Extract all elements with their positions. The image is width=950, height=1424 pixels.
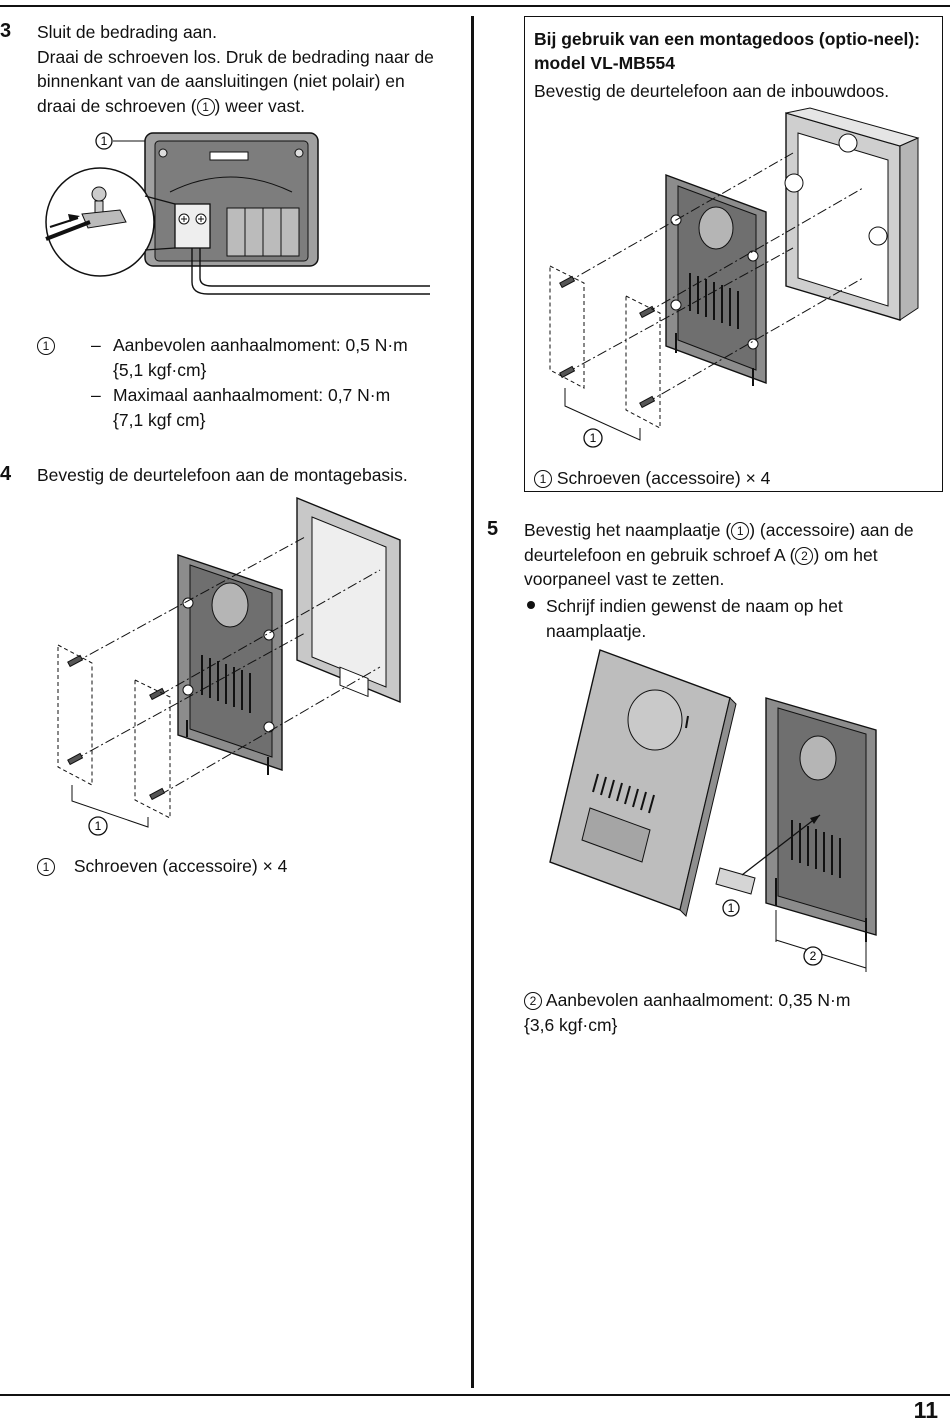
step-3-line: draai de schroeven (1) weer vast. (37, 95, 305, 116)
torque-row: {5,1 kgf·cm} (113, 360, 207, 380)
step-3-line: binnenkant van de aansluitingen (niet po… (37, 71, 405, 91)
callout-marker: 1 (731, 522, 750, 540)
torque-row: –Maximaal aanhaalmoment: 0,7 N·m (91, 385, 391, 405)
note-title: Bij gebruik van een montagedoos (optio-n… (534, 29, 920, 73)
flush-box-illustration: 1 (549, 107, 920, 448)
caption-marker: 2 (524, 992, 542, 1010)
column-divider (471, 16, 474, 1388)
torque-spec: 1 –Aanbevolen aanhaalmoment: 0,5 N·m {5,… (37, 333, 408, 433)
torque-marker: 1 (37, 337, 55, 355)
step-4-text: Bevestig de deurtelefoon aan de montageb… (37, 465, 408, 485)
callout-label: 1 (101, 134, 108, 148)
step-4-caption: 1 Schroeven (accessoire) × 4 (37, 854, 287, 878)
step-5-line: deurtelefoon en gebruik schroef A (2) om… (524, 544, 878, 565)
torque-row: 1 –Aanbevolen aanhaalmoment: 0,5 N·m (37, 333, 408, 358)
note-caption: 1 Schroeven (accessoire) × 4 (534, 466, 770, 490)
top-rule (0, 5, 950, 7)
step-3-line: Sluit de bedrading aan. (37, 22, 217, 42)
bottom-rule (0, 1394, 950, 1396)
wiring-illustration: 1 (45, 132, 430, 295)
step-5-caption: 2 Aanbevolen aanhaalmoment: 0,35 N·m {3,… (524, 990, 851, 1035)
flush-box-note (524, 16, 943, 492)
torque-row: {7,1 kgf cm} (113, 410, 206, 430)
step-4-number: 4 (0, 463, 12, 485)
callout-label: 1 (728, 901, 735, 915)
page-number: 11 (913, 1397, 938, 1423)
step-3-number: 3 (0, 20, 12, 42)
step-3-text: Sluit de bedrading aan. Draai de schroev… (37, 20, 434, 118)
step-5-number: 5 (487, 518, 499, 540)
step-5-line: voorpaneel vast te zetten. (524, 569, 725, 589)
callout-label: 2 (810, 949, 817, 963)
step-5-line: Bevestig het naamplaatje (1) (accessoire… (524, 520, 914, 540)
caption-marker: 1 (534, 470, 552, 488)
callout-label: 1 (590, 431, 597, 445)
note-body: Bevestig de deurtelefoon aan de inbouwdo… (534, 81, 890, 101)
nameplate-illustration: 1 2 (549, 649, 877, 972)
caption-marker: 1 (37, 858, 55, 876)
callout-label: 1 (95, 819, 102, 833)
callout-marker: 2 (795, 546, 814, 565)
bullet-icon (527, 601, 535, 609)
callout-marker: 1 (196, 97, 215, 116)
step-5-bullet: Schrijf indien gewenst de naam op het na… (546, 596, 843, 641)
mounting-base-illustration: 1 (57, 496, 401, 836)
step-3-line: Draai de schroeven los. Druk de bedradin… (37, 46, 434, 67)
step-5-text: Bevestig het naamplaatje (1) (accessoire… (524, 518, 914, 592)
